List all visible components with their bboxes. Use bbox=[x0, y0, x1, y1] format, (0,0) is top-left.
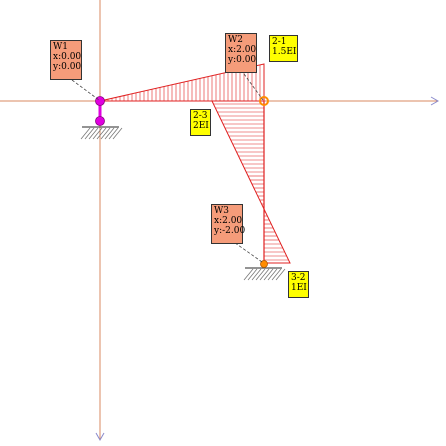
joint-label-w1: W1 x:0.00 y:0.00 bbox=[50, 40, 82, 80]
joint-label-w2: W2 x:2.00 y:0.00 bbox=[225, 33, 257, 73]
joint-name: W3 bbox=[214, 206, 229, 216]
member-name: 2-3 bbox=[193, 111, 208, 121]
member-label-2-3: 2-3 2EI bbox=[190, 109, 211, 136]
fixed-support-w3 bbox=[243, 260, 286, 281]
joint-y: y:-2.00 bbox=[214, 226, 246, 236]
rigid-joint-w2-icon bbox=[259, 96, 269, 106]
member-stiffness: 2EI bbox=[193, 121, 209, 131]
joint-label-w3: W3 x:2.00 y:-2.00 bbox=[211, 204, 246, 244]
joint-name: W2 bbox=[228, 35, 243, 45]
joint-y: y:0.00 bbox=[228, 55, 257, 65]
joint-y: y:0.00 bbox=[53, 62, 82, 72]
member-stiffness: 1EI bbox=[291, 283, 307, 293]
x-axis-arrow-icon bbox=[430, 96, 440, 106]
pin-hinge-icon bbox=[95, 116, 105, 126]
member-label-2-1: 2-1 1.5EI bbox=[269, 35, 298, 62]
pin-support-w1 bbox=[80, 96, 123, 140]
joint-x: x:2.00 bbox=[214, 216, 243, 226]
joint-x: x:2.00 bbox=[228, 45, 257, 55]
member-label-3-2: 3-2 1EI bbox=[288, 271, 309, 298]
joint-name: W1 bbox=[53, 42, 68, 52]
pin-joint-icon bbox=[95, 96, 105, 106]
moment-outline-2-1 bbox=[99, 63, 265, 102]
joint-x: x:0.00 bbox=[53, 52, 82, 62]
rigid-joint-w3-icon bbox=[260, 260, 268, 268]
member-stiffness: 1.5EI bbox=[272, 47, 297, 57]
member-name: 2-1 bbox=[272, 37, 287, 47]
member-name: 3-2 bbox=[291, 273, 306, 283]
y-axis-arrow-icon bbox=[95, 432, 105, 442]
